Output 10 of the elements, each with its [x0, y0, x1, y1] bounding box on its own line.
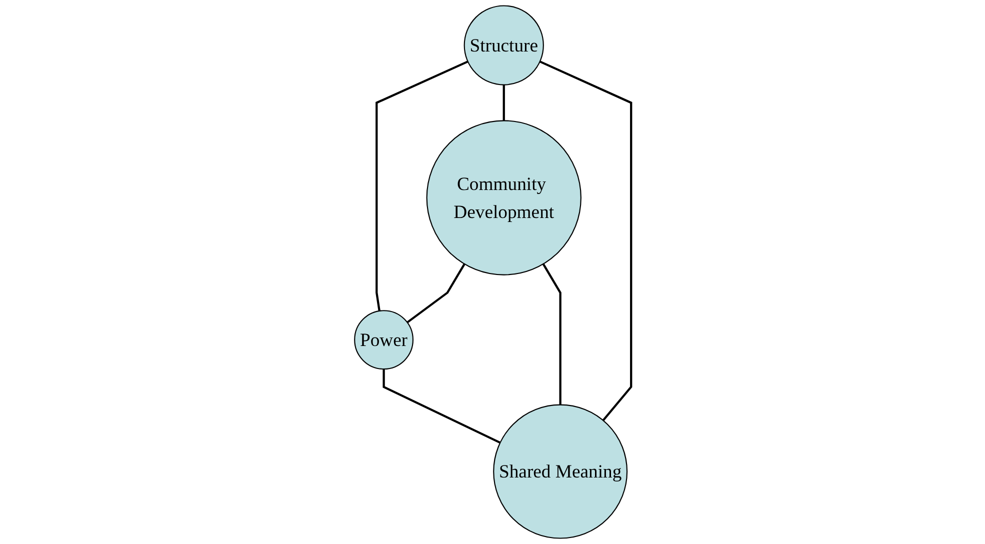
connector — [382, 369, 500, 444]
connector — [375, 60, 468, 312]
node-circle: Structure — [463, 5, 544, 86]
node-circle: Community Development — [426, 120, 582, 276]
connector — [406, 263, 466, 324]
connector — [542, 263, 562, 405]
node-circle: Power — [354, 310, 414, 370]
connector — [539, 60, 632, 422]
connector — [502, 84, 505, 121]
node-circle: Shared Meaning — [492, 404, 628, 539]
